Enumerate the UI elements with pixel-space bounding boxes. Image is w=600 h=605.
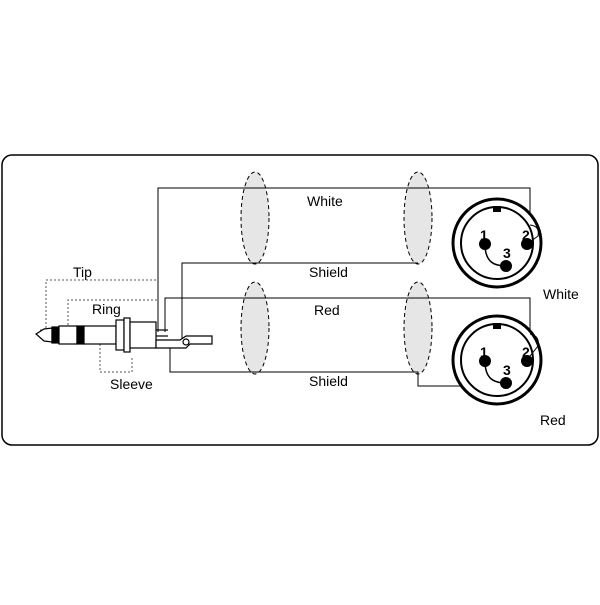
cable-shield-markers [240,171,433,375]
xlr-white-key [493,206,501,212]
xlr-white-pin-1-label: 1 [480,227,488,243]
shield-marker-bottom-left [240,281,270,375]
xlr-red-bridge-2 [529,333,539,357]
xlr-connector-red: 1 2 3 [451,314,543,406]
wire-red [164,297,531,334]
jack-body [129,321,157,349]
diagram-frame [1,154,599,446]
jack-collar-2 [123,317,131,353]
shield-marker-bottom-right [403,281,433,375]
white-conductor-label: White [307,193,343,209]
red-conductor-label: Red [314,302,340,318]
shield-marker-top-right [403,171,433,265]
wire-white [157,187,531,332]
jack-clamp-hole [182,338,190,346]
xlr-white-pin-2 [521,238,533,250]
jack-sleeve [83,325,117,345]
xlr-red-pin-2 [521,355,533,367]
sleeve-leader-line [99,340,133,373]
trs-jack-plug [34,317,213,353]
xlr-red-bridge-1-3 [484,360,507,384]
wire-shield-top [181,262,418,340]
xlr-red-key [493,323,501,329]
bottom-shield-label: Shield [309,373,348,389]
jack-insulator-1 [51,326,60,344]
xlr-white-bridge-1-3 [484,243,507,267]
sleeve-label: Sleeve [110,376,153,392]
xlr-white-bridge-2 [529,224,539,243]
tip-label: Tip [73,264,92,280]
xlr-white-pin-2-label: 2 [522,227,530,243]
xlr-red-pin-2-label: 2 [522,344,530,360]
xlr-red-pin-3-label: 3 [503,362,511,378]
xlr-red-pin-1-label: 1 [480,344,488,360]
xlr-white-pin-3-label: 3 [503,245,511,261]
xlr-white-name: White [543,286,579,302]
shield-marker-top-left [240,171,270,265]
xlr-connector-white: 1 2 3 [451,197,543,289]
jack-ring [58,325,78,345]
jack-collar [115,319,125,351]
jack-insulator-2 [76,325,85,345]
ring-label: Ring [92,301,121,317]
xlr-red-name: Red [540,412,566,428]
top-shield-label: Shield [309,264,348,280]
